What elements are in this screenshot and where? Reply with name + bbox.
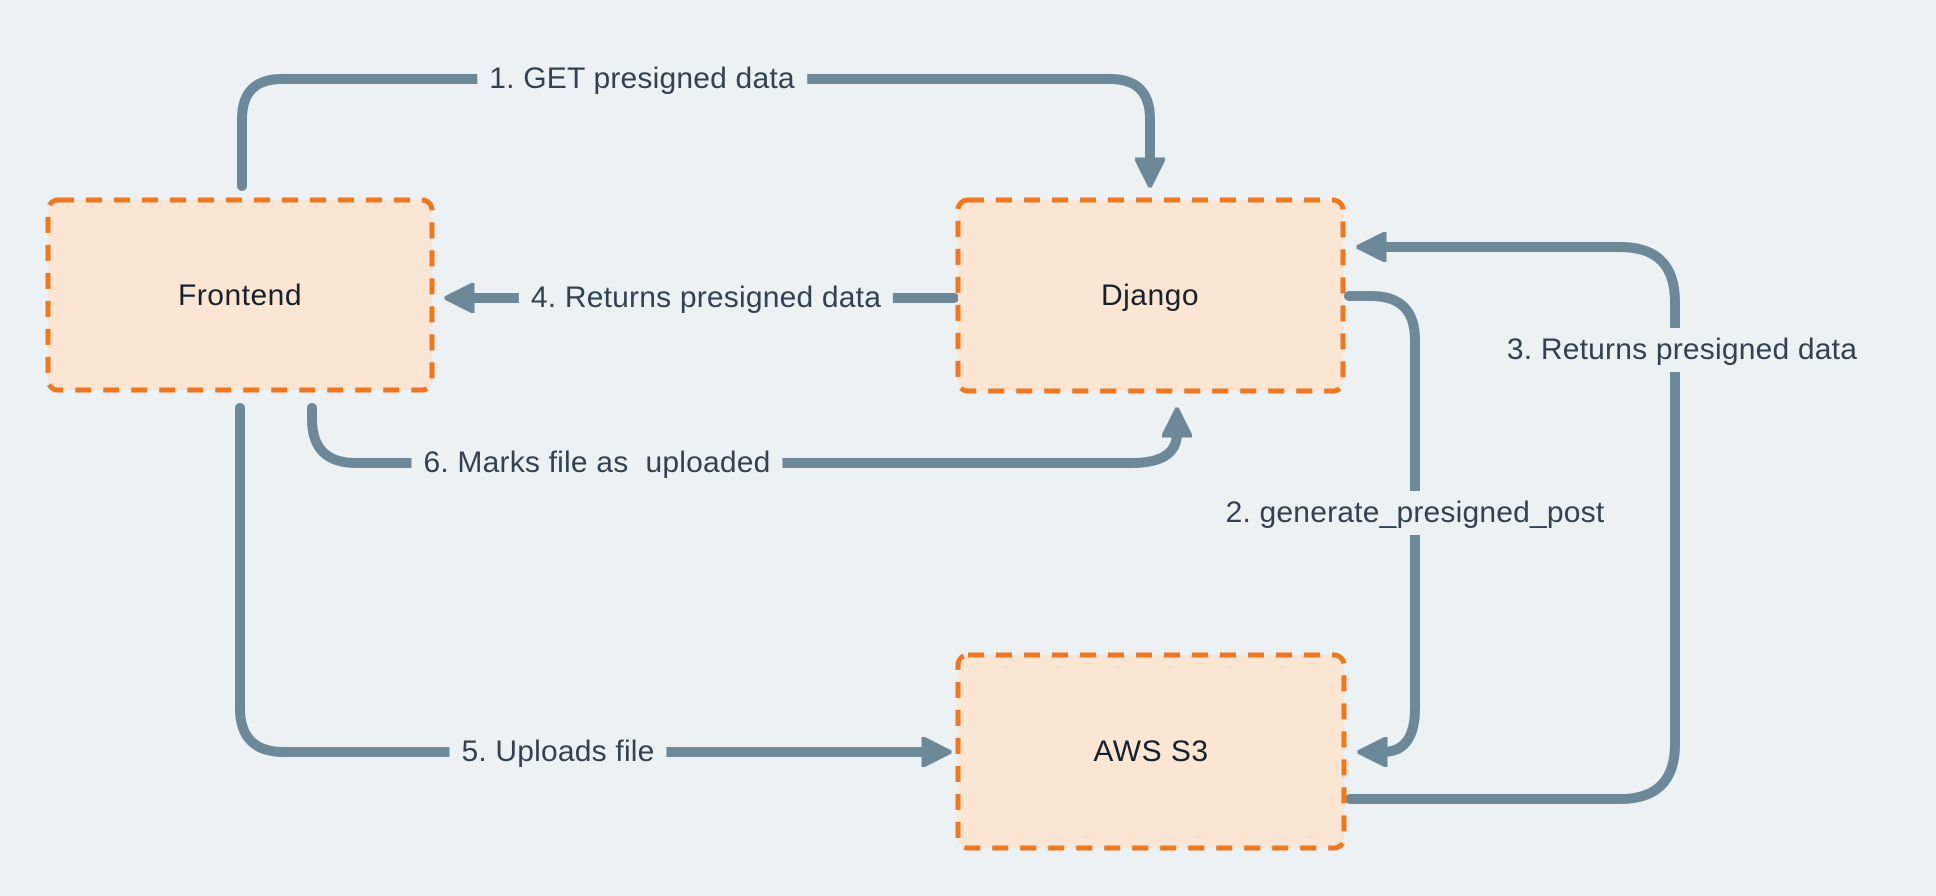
frontend-node-label: Frontend (177, 279, 303, 312)
edge-3-returns-presigned-data-label: 3. Returns presigned data (1494, 328, 1870, 372)
edge-3-returns-presigned-data-path (1345, 247, 1680, 804)
edge-1-get-presigned-data-label: 1. GET presigned data (477, 57, 807, 101)
edge-5-uploads-file-label: 5. Uploads file (449, 730, 667, 774)
aws-s3-node-label: AWS S3 (1093, 735, 1209, 768)
edge-6-marks-file-uploaded-label: 6. Marks file as uploaded (411, 441, 783, 485)
edge-6-marks-file-uploaded-path (307, 403, 1177, 468)
edge-2-generate-presigned-post-label: 2. generate_presigned_post (1213, 491, 1617, 535)
aws-s3-node-box (955, 652, 1347, 851)
frontend-node-box (45, 197, 435, 393)
edge-4-returns-presigned-data-label: 4. Returns presigned data (518, 276, 894, 320)
edge-5-uploads-file-path (235, 403, 926, 752)
django-node-label: Django (1100, 279, 1200, 312)
edge-2-generate-presigned-post-path (1344, 291, 1420, 752)
django-node-box (955, 197, 1346, 394)
